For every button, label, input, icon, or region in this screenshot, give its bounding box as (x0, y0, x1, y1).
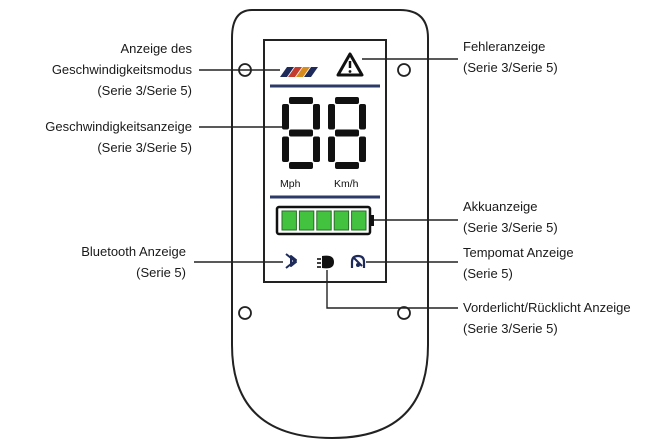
battery-segment (316, 210, 332, 231)
label-bluetooth-line1: Bluetooth Anzeige (81, 244, 186, 259)
segment-g (289, 129, 313, 137)
segment-c (359, 136, 366, 162)
label-error-line1: Fehleranzeige (463, 39, 546, 54)
segment-a (335, 97, 359, 104)
label-bluetooth-line2: (Serie 5) (136, 265, 186, 280)
segment-d (335, 162, 359, 169)
segment-f (282, 104, 289, 130)
segment-b (313, 104, 320, 130)
label-speed-display-line1: Geschwindigkeitsanzeige (45, 119, 192, 134)
headlight-icon (317, 255, 334, 269)
segment-e (282, 136, 289, 162)
label-error-line2: (Serie 3/Serie 5) (463, 60, 558, 75)
label-cruise-line1: Tempomat Anzeige (463, 245, 574, 260)
segment-d (289, 162, 313, 169)
segment-g (335, 129, 359, 137)
segment-c (313, 136, 320, 162)
label-lights: Vorderlicht/Rücklicht Anzeige (Serie 3/S… (463, 297, 631, 339)
label-error: Fehleranzeige (Serie 3/Serie 5) (463, 36, 558, 78)
battery-icon (275, 205, 374, 236)
speed-digits (282, 97, 366, 169)
label-battery: Akkuanzeige (Serie 3/Serie 5) (463, 196, 558, 238)
warning-triangle-icon (336, 52, 364, 77)
label-battery-line1: Akkuanzeige (463, 199, 538, 214)
screw-hole-bottom-left (238, 306, 252, 320)
battery-segment (298, 210, 315, 231)
unit-kmh-label: Km/h (334, 178, 359, 190)
label-cruise-line2: (Serie 5) (463, 266, 513, 281)
leader-lights (326, 270, 458, 309)
segment-f (328, 104, 335, 130)
label-cruise: Tempomat Anzeige (Serie 5) (463, 242, 574, 284)
segment-e (328, 136, 335, 162)
label-speed-mode-line3: (Serie 3/Serie 5) (97, 83, 192, 98)
label-bluetooth: Bluetooth Anzeige (Serie 5) (81, 241, 186, 283)
label-lights-line1: Vorderlicht/Rücklicht Anzeige (463, 300, 631, 315)
label-speed-display: Geschwindigkeitsanzeige (Serie 3/Serie 5… (45, 116, 192, 158)
label-battery-line2: (Serie 3/Serie 5) (463, 220, 558, 235)
battery-segment (281, 210, 297, 231)
battery-segment (351, 210, 367, 231)
label-lights-line2: (Serie 3/Serie 5) (463, 321, 558, 336)
bluetooth-icon (285, 253, 297, 269)
unit-mph-label: Mph (280, 178, 301, 190)
screw-hole-top-right (397, 63, 411, 77)
label-speed-display-line2: (Serie 3/Serie 5) (97, 140, 192, 155)
cruise-control-icon (350, 254, 366, 268)
label-speed-mode-line2: Geschwindigkeitsmodus (51, 62, 192, 77)
label-speed-mode: Anzeige des Geschwindigkeitsmodus (Serie… (52, 38, 192, 101)
speed-mode-stripes-icon (280, 67, 318, 77)
label-speed-mode-line1: Anzeige des (120, 41, 192, 56)
screw-hole-bottom-right (397, 306, 411, 320)
segment-a (289, 97, 313, 104)
segment-b (359, 104, 366, 130)
battery-segment (333, 210, 350, 231)
